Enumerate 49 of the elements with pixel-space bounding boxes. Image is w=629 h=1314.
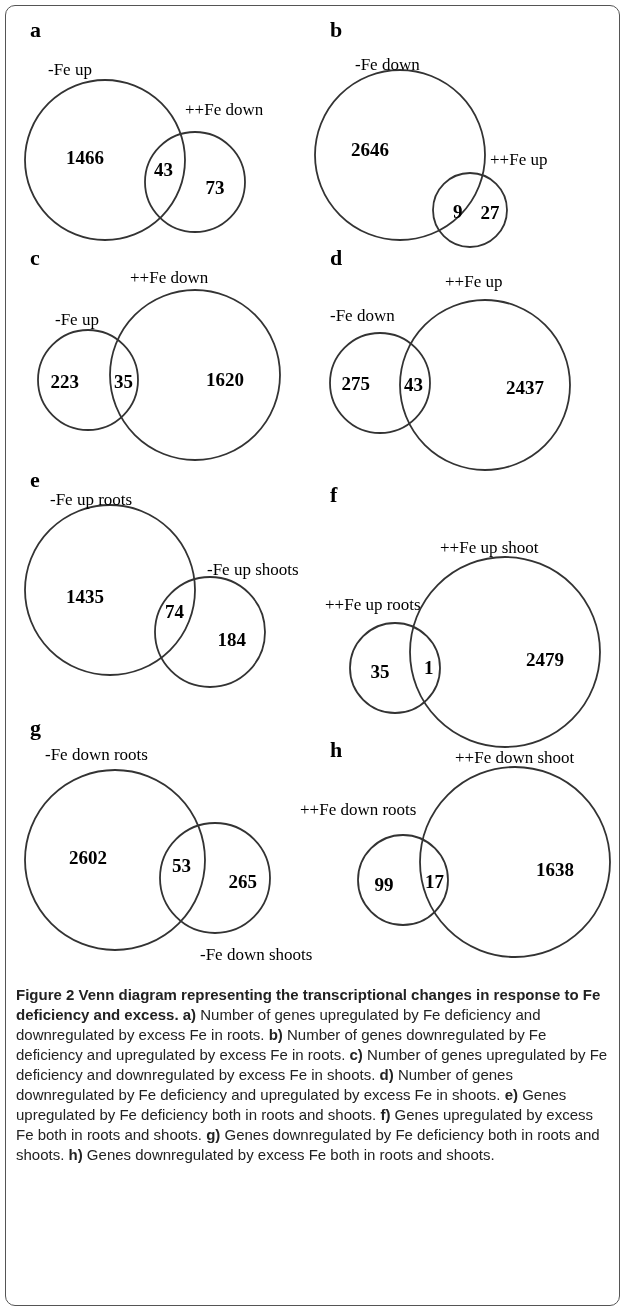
count-value: 99 [374, 875, 394, 895]
set-label: ++Fe up [490, 150, 548, 170]
set-label: -Fe up roots [50, 490, 133, 510]
panel-letter: h [330, 740, 343, 760]
count-value: 265 [228, 872, 257, 892]
set-label: ++Fe down roots [300, 800, 417, 820]
set-label: -Fe down [355, 55, 420, 75]
count-value: 43 [404, 375, 423, 395]
count-value: 1466 [66, 148, 104, 168]
count-value: 2602 [69, 848, 107, 868]
panel-letter: b [330, 20, 343, 40]
count-value: 35 [370, 662, 390, 682]
set-label: ++Fe up roots [325, 595, 421, 615]
count-value: 1620 [206, 370, 244, 390]
count-value: 53 [172, 856, 191, 876]
figure-caption: Figure 2 Venn diagram representing the transcriptional changes in response to Fe deficiency and excess. a) Number of genes upregulated by Fe deficiency and downregulated by excess Fe in roots. b) Number of genes downregulated by Fe deficiency and upregulated by excess Fe in roots. c) Number of genes upregulated by Fe deficiency and downregulated by excess Fe in shoots. d) Number of genes downregulated by Fe deficiency and upregulated by excess Fe in shoots. e) Genes upregulated by Fe deficiency both in roots and shoots. f) Genes upregulated by excess Fe both in roots and shoots. g) Genes downregulated by Fe deficiency both in roots and shoots. h) Genes downregulated by excess Fe both in roots and shoots. [16, 985, 609, 1165]
set-label: -Fe down [330, 306, 395, 326]
set-label: -Fe up [55, 310, 99, 330]
count-value: 1 [424, 658, 434, 678]
set-label: -Fe down roots [45, 745, 148, 765]
set-label: -Fe up shoots [207, 560, 299, 580]
panel-letter: c [30, 248, 40, 268]
count-value: 74 [165, 602, 184, 622]
panel-letter: f [330, 485, 338, 505]
count-value: 275 [341, 374, 370, 394]
panel-letter: e [30, 470, 40, 490]
count-value: 73 [205, 178, 225, 198]
set-label: ++Fe down shoot [455, 748, 575, 768]
set-label: ++Fe down [130, 268, 209, 288]
panel-letter: g [30, 718, 41, 738]
set-label: -Fe up [48, 60, 92, 80]
count-value: 2646 [351, 140, 389, 160]
set-label: ++Fe up [445, 272, 503, 292]
count-value: 1638 [536, 860, 574, 880]
count-value: 43 [154, 160, 173, 180]
count-value: 223 [50, 372, 79, 392]
panel-letter: d [330, 248, 343, 268]
panel-letter: a [30, 20, 41, 40]
count-value: 2437 [506, 378, 544, 398]
count-value: 17 [425, 872, 444, 892]
count-value: 35 [114, 372, 133, 392]
count-value: 9 [453, 202, 463, 222]
count-value: 184 [217, 630, 246, 650]
count-value: 2479 [526, 650, 564, 670]
set-label: -Fe down shoots [200, 945, 313, 965]
count-value: 27 [480, 203, 500, 223]
count-value: 1435 [66, 587, 104, 607]
set-label: ++Fe down [185, 100, 264, 120]
set-label: ++Fe up shoot [440, 538, 539, 558]
